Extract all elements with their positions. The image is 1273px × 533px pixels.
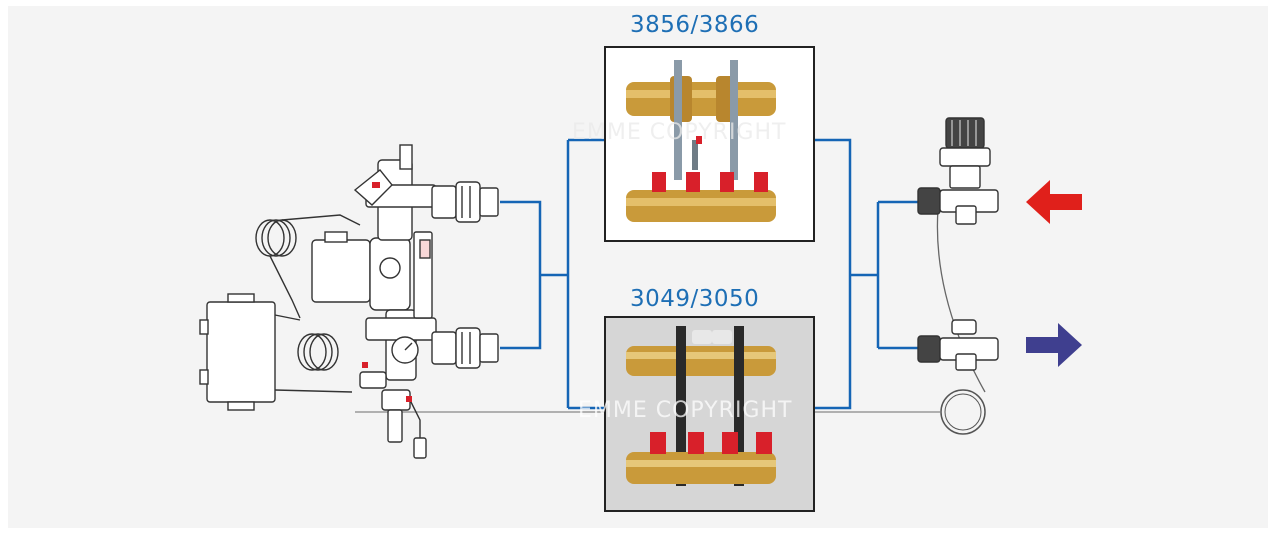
- capillary-coil-top: [255, 214, 361, 319]
- junction-box: [206, 301, 276, 403]
- thermostatic-valve-top: [917, 117, 999, 225]
- watermark-bottom: EMME COPYRIGHT: [578, 398, 793, 423]
- model-label-top: 3856/3866: [630, 12, 760, 38]
- pipe-network-left: [500, 138, 604, 410]
- pipe-network-right: [815, 138, 918, 410]
- model-label-bottom: 3049/3050: [630, 286, 760, 312]
- arrow-left-icon: [1026, 180, 1082, 224]
- watermark-top: EMME COPYRIGHT: [572, 120, 787, 145]
- manifold-photo-bottom: [606, 318, 813, 510]
- arrow-right-icon: [1026, 323, 1082, 367]
- pump-mixing-group: [199, 144, 499, 459]
- pump-motor: [311, 239, 371, 303]
- capillary-coil: [940, 389, 986, 435]
- pump-red-accents: [362, 182, 412, 402]
- manifold-frame-top: [604, 46, 815, 242]
- manifold-frame-bottom: [604, 316, 815, 512]
- manifold-photo-top: [606, 48, 813, 240]
- lockshield-valve-bottom: [917, 319, 999, 371]
- capillary-coil-bottom: [297, 333, 339, 371]
